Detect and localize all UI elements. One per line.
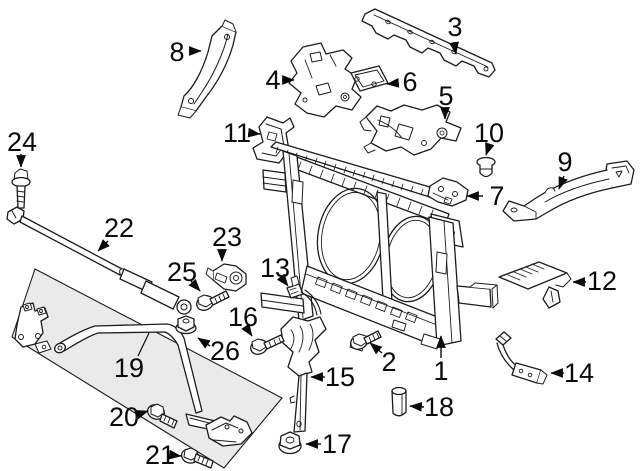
part-6-plate-drawing[interactable] — [350, 65, 389, 92]
callout-22-arrow — [97, 239, 110, 252]
callout-17[interactable]: 17 — [305, 429, 352, 459]
part-7-bracket-drawing[interactable] — [427, 177, 469, 207]
callout-26-arrow — [197, 337, 211, 349]
callout-20-number[interactable]: 20 — [109, 402, 139, 432]
callout-10[interactable]: 10 — [474, 118, 504, 156]
callout-5[interactable]: 5 — [438, 81, 454, 120]
callout-12-number[interactable]: 12 — [587, 266, 617, 296]
part-2-bolt-drawing[interactable] — [348, 330, 382, 352]
callouts-layer: 1 2 3 4 5 6 7 8 — [7, 12, 617, 470]
callout-23[interactable]: 23 — [212, 222, 242, 262]
part-24-bolt-drawing[interactable] — [11, 168, 31, 209]
part-19-lower-bar-drawing[interactable] — [14, 302, 253, 447]
callout-11-arrow — [247, 127, 261, 138]
callout-22[interactable]: 22 — [97, 213, 134, 252]
callout-11-number[interactable]: 11 — [223, 118, 251, 148]
callout-2-arrow — [369, 342, 383, 355]
callout-21-number[interactable]: 21 — [145, 440, 175, 470]
callout-13-number[interactable]: 13 — [260, 253, 290, 283]
callout-13-arrow — [276, 273, 289, 287]
part-25-bolt-drawing[interactable] — [194, 290, 230, 313]
part-18-cap-drawing[interactable] — [391, 386, 407, 417]
callout-8-number[interactable]: 8 — [169, 37, 184, 67]
callout-2-number[interactable]: 2 — [381, 347, 396, 377]
callout-14-number[interactable]: 14 — [564, 358, 594, 388]
callout-3[interactable]: 3 — [447, 12, 463, 55]
callout-23-number[interactable]: 23 — [212, 222, 242, 252]
part-26-nut-drawing[interactable] — [175, 315, 197, 335]
callout-3-arrow — [449, 41, 459, 55]
callout-24-number[interactable]: 24 — [7, 127, 37, 157]
callout-18-arrow — [409, 401, 425, 412]
callout-15-number[interactable]: 15 — [325, 362, 355, 392]
callout-19-leader — [137, 332, 150, 357]
callout-8[interactable]: 8 — [169, 37, 202, 67]
callout-4[interactable]: 4 — [265, 65, 295, 95]
callout-14[interactable]: 14 — [550, 358, 594, 388]
callout-12[interactable]: 12 — [572, 266, 617, 296]
callout-19[interactable]: 19 — [114, 332, 150, 383]
callout-15[interactable]: 15 — [310, 362, 355, 392]
callout-25[interactable]: 25 — [167, 257, 201, 292]
callout-9-number[interactable]: 9 — [557, 147, 572, 177]
part-1-radiator-support-drawing[interactable] — [260, 141, 499, 352]
callout-21-arrow — [168, 449, 182, 460]
callout-26[interactable]: 26 — [197, 336, 240, 366]
part-17-nut-drawing[interactable] — [278, 431, 302, 455]
part-8-side-bracket-drawing[interactable] — [177, 19, 237, 119]
callout-6-arrow — [386, 77, 400, 88]
part-22-stay-rod-drawing[interactable] — [6, 206, 192, 315]
callout-26-number[interactable]: 26 — [210, 336, 240, 366]
callout-1[interactable]: 1 — [433, 335, 449, 386]
callout-6[interactable]: 6 — [386, 67, 418, 97]
callout-21[interactable]: 21 — [145, 440, 182, 470]
part-10-clip-drawing[interactable] — [476, 156, 496, 178]
part-3-tie-bar-drawing[interactable] — [361, 8, 496, 78]
callout-20-arrow — [135, 410, 149, 420]
callout-5-number[interactable]: 5 — [438, 81, 453, 111]
callout-19-number[interactable]: 19 — [114, 353, 144, 383]
callout-22-number[interactable]: 22 — [104, 213, 134, 243]
callout-13[interactable]: 13 — [260, 253, 290, 287]
callout-16-number[interactable]: 16 — [228, 302, 258, 332]
part-5-center-bracket-drawing[interactable] — [359, 104, 462, 156]
callout-10-number[interactable]: 10 — [474, 118, 504, 148]
callout-7-number[interactable]: 7 — [489, 181, 504, 211]
callout-16-arrow — [241, 323, 253, 337]
callout-20[interactable]: 20 — [109, 402, 149, 432]
part-12-ribbed-bracket-drawing[interactable] — [498, 261, 572, 309]
part-14-hook-bracket-drawing[interactable] — [495, 331, 548, 385]
callout-18[interactable]: 18 — [409, 392, 454, 422]
part-16-bolt-drawing[interactable] — [248, 334, 285, 357]
callout-24[interactable]: 24 — [7, 127, 37, 168]
part-4-bracket-drawing[interactable] — [288, 42, 362, 118]
part-23-keyhole-bracket-drawing[interactable] — [205, 263, 247, 292]
callout-18-number[interactable]: 18 — [424, 392, 454, 422]
callout-4-number[interactable]: 4 — [265, 65, 280, 95]
callout-7[interactable]: 7 — [466, 181, 505, 211]
part-9-side-rail-drawing[interactable] — [502, 160, 635, 222]
callout-10-arrow — [485, 142, 495, 156]
callout-6-number[interactable]: 6 — [402, 67, 417, 97]
part-20-bolt-drawing[interactable] — [146, 403, 178, 429]
callout-9[interactable]: 9 — [557, 147, 573, 190]
part-15-vertical-brace-drawing[interactable] — [280, 316, 327, 433]
callout-2[interactable]: 2 — [369, 342, 397, 377]
callout-11[interactable]: 11 — [223, 118, 261, 148]
callout-16[interactable]: 16 — [228, 302, 258, 337]
callout-17-number[interactable]: 17 — [322, 429, 352, 459]
callout-25-arrow — [188, 278, 201, 292]
part-13-bracket-drawing[interactable] — [286, 275, 322, 316]
part-21-bolt-drawing[interactable] — [180, 447, 214, 469]
callout-9-arrow — [558, 175, 568, 190]
callout-1-number[interactable]: 1 — [433, 356, 448, 386]
callout-3-number[interactable]: 3 — [447, 12, 462, 42]
callout-25-number[interactable]: 25 — [167, 257, 197, 287]
